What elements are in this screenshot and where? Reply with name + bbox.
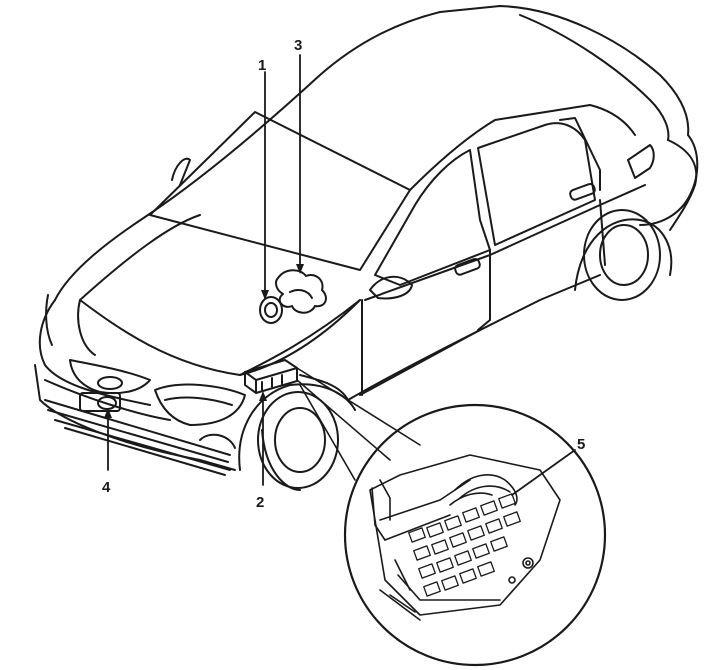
callout-label-2: 2 (256, 494, 264, 511)
callout-label-1: 1 (258, 57, 266, 74)
zoom-detail-circle (343, 403, 607, 667)
callout-arrowheads (104, 264, 304, 418)
component-2-fuse-box (244, 359, 298, 394)
car-body (34, 5, 699, 491)
component-1-round-part (259, 296, 283, 324)
callout-leaders (107, 54, 576, 496)
callout-label-4: 4 (102, 479, 111, 496)
callout-label-3: 3 (294, 37, 302, 54)
component-4-front-sensor (79, 392, 121, 412)
callout-label-5: 5 (577, 436, 585, 453)
component-3-bracket (274, 269, 327, 314)
leader-5 (511, 449, 576, 496)
relay-fuse-block-detail (369, 454, 561, 621)
zoom-leader-lines (296, 367, 421, 481)
